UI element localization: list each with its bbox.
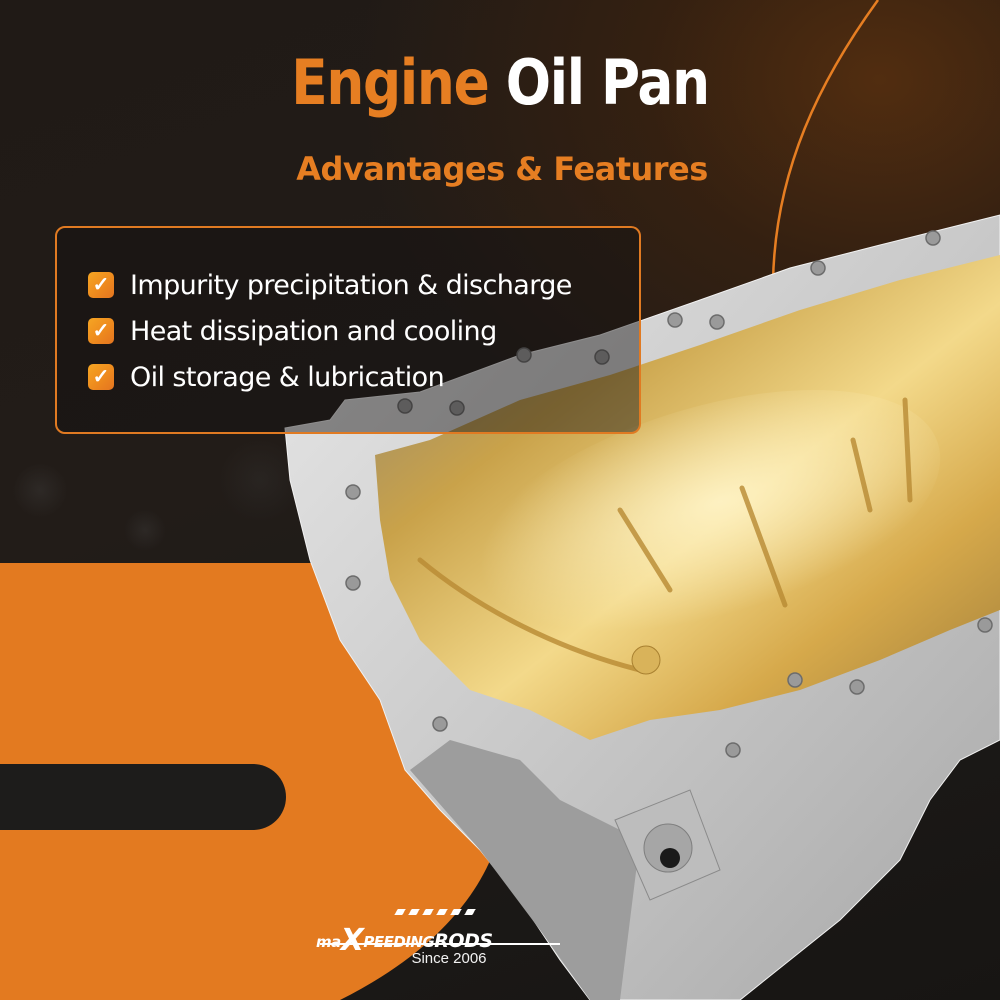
checkered-flag-icon: [394, 909, 478, 915]
brand-tagline: Since 2006: [411, 950, 487, 967]
checkbox-checked-icon: ✓: [88, 318, 114, 344]
bolt-holes: [345, 230, 993, 758]
feature-item: ✓ Impurity precipitation & discharge: [88, 262, 572, 308]
feature-label: Impurity precipitation & discharge: [130, 269, 572, 301]
checkbox-checked-icon: ✓: [88, 272, 114, 298]
title-engine: Engine: [291, 46, 490, 119]
logo-underline: [320, 943, 560, 945]
feature-item: ✓ Heat dissipation and cooling: [88, 308, 572, 354]
drain-plug-hole: [643, 823, 693, 873]
feature-item: ✓ Oil storage & lubrication: [88, 354, 572, 400]
dark-slot: [0, 764, 286, 830]
title-oil-pan: Oil Pan: [505, 46, 710, 119]
feature-list: ✓ Impurity precipitation & discharge ✓ H…: [88, 262, 572, 400]
brand-logo: maXPEEDINGRODS Since 2006: [316, 906, 566, 976]
pan-side-wall: [410, 740, 640, 1000]
features-panel: [55, 226, 641, 434]
page-subtitle: Advantages & Features: [296, 150, 708, 188]
feature-label: Heat dissipation and cooling: [130, 315, 497, 347]
checkbox-checked-icon: ✓: [88, 364, 114, 390]
orange-arc-outline: [771, 0, 880, 283]
feature-label: Oil storage & lubrication: [130, 361, 445, 393]
oil-pickup-post: [631, 645, 661, 675]
page-title: Engine Oil Pan: [70, 52, 930, 114]
brand-wordmark: maXPEEDINGRODS: [316, 923, 493, 958]
